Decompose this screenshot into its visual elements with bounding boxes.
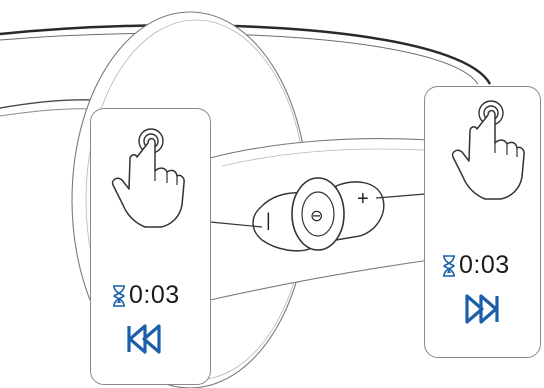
tap-hand-icon xyxy=(111,128,185,228)
hold-duration-label: 0:03 xyxy=(111,281,180,310)
control-strip-edge xyxy=(221,148,425,167)
center-button-glyph: ⊖ xyxy=(310,206,323,225)
hold-duration-text: 0:03 xyxy=(129,281,180,309)
headband-lower xyxy=(0,99,96,109)
center-button-outline xyxy=(291,177,345,251)
hourglass-icon xyxy=(113,284,125,307)
rewind-callout-card: 0:03 xyxy=(90,108,211,385)
hold-duration-text: 0:03 xyxy=(459,251,510,279)
center-button-inner xyxy=(301,191,335,237)
plus-button-outline xyxy=(335,181,385,241)
plus-button-glyph: + xyxy=(357,188,369,210)
hourglass-icon xyxy=(443,254,455,277)
headband-lower-inner xyxy=(0,108,93,117)
fast-forward-callout-card: 0:03 xyxy=(424,86,541,358)
tap-hand-icon xyxy=(451,100,525,200)
minus-button-glyph: | xyxy=(266,210,271,230)
control-buttons xyxy=(252,177,385,252)
skip-forward-icon xyxy=(465,294,499,324)
leader-line-left xyxy=(209,221,263,228)
leader-line-right xyxy=(375,193,426,199)
headband-inner xyxy=(0,32,479,85)
skip-back-icon xyxy=(127,324,161,354)
headband-top xyxy=(0,24,492,85)
hold-duration-label: 0:03 xyxy=(441,251,510,280)
